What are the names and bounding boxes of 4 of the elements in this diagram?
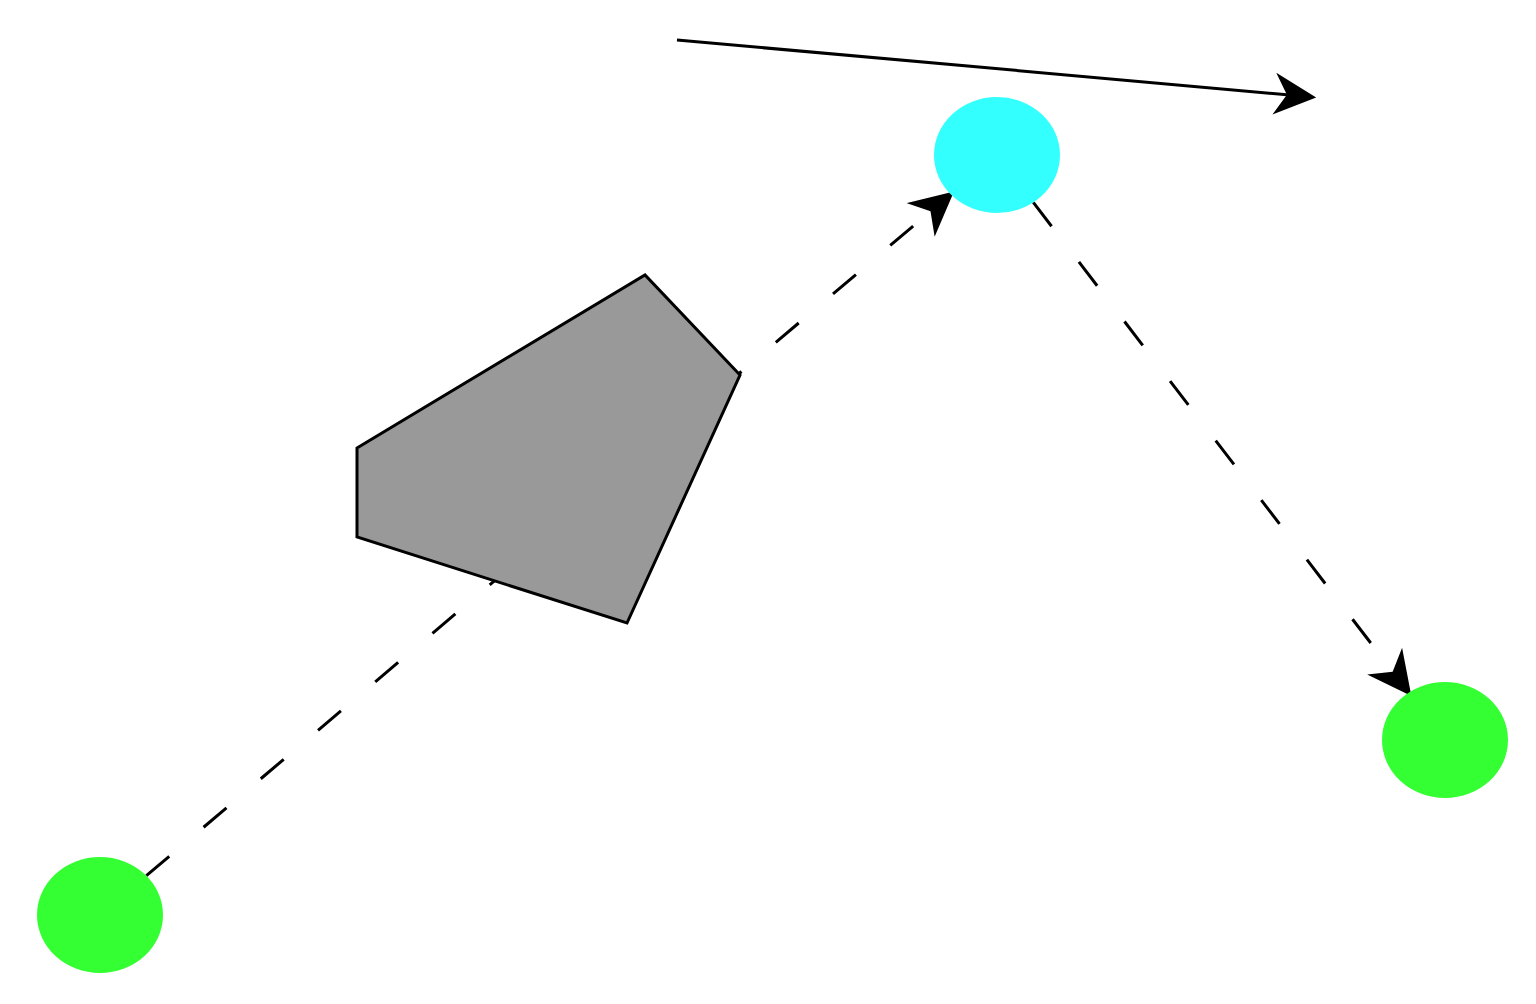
arrow (1032, 201, 1412, 697)
circle-node (1382, 682, 1508, 798)
circle-node (934, 97, 1060, 213)
circle-node (37, 857, 163, 973)
